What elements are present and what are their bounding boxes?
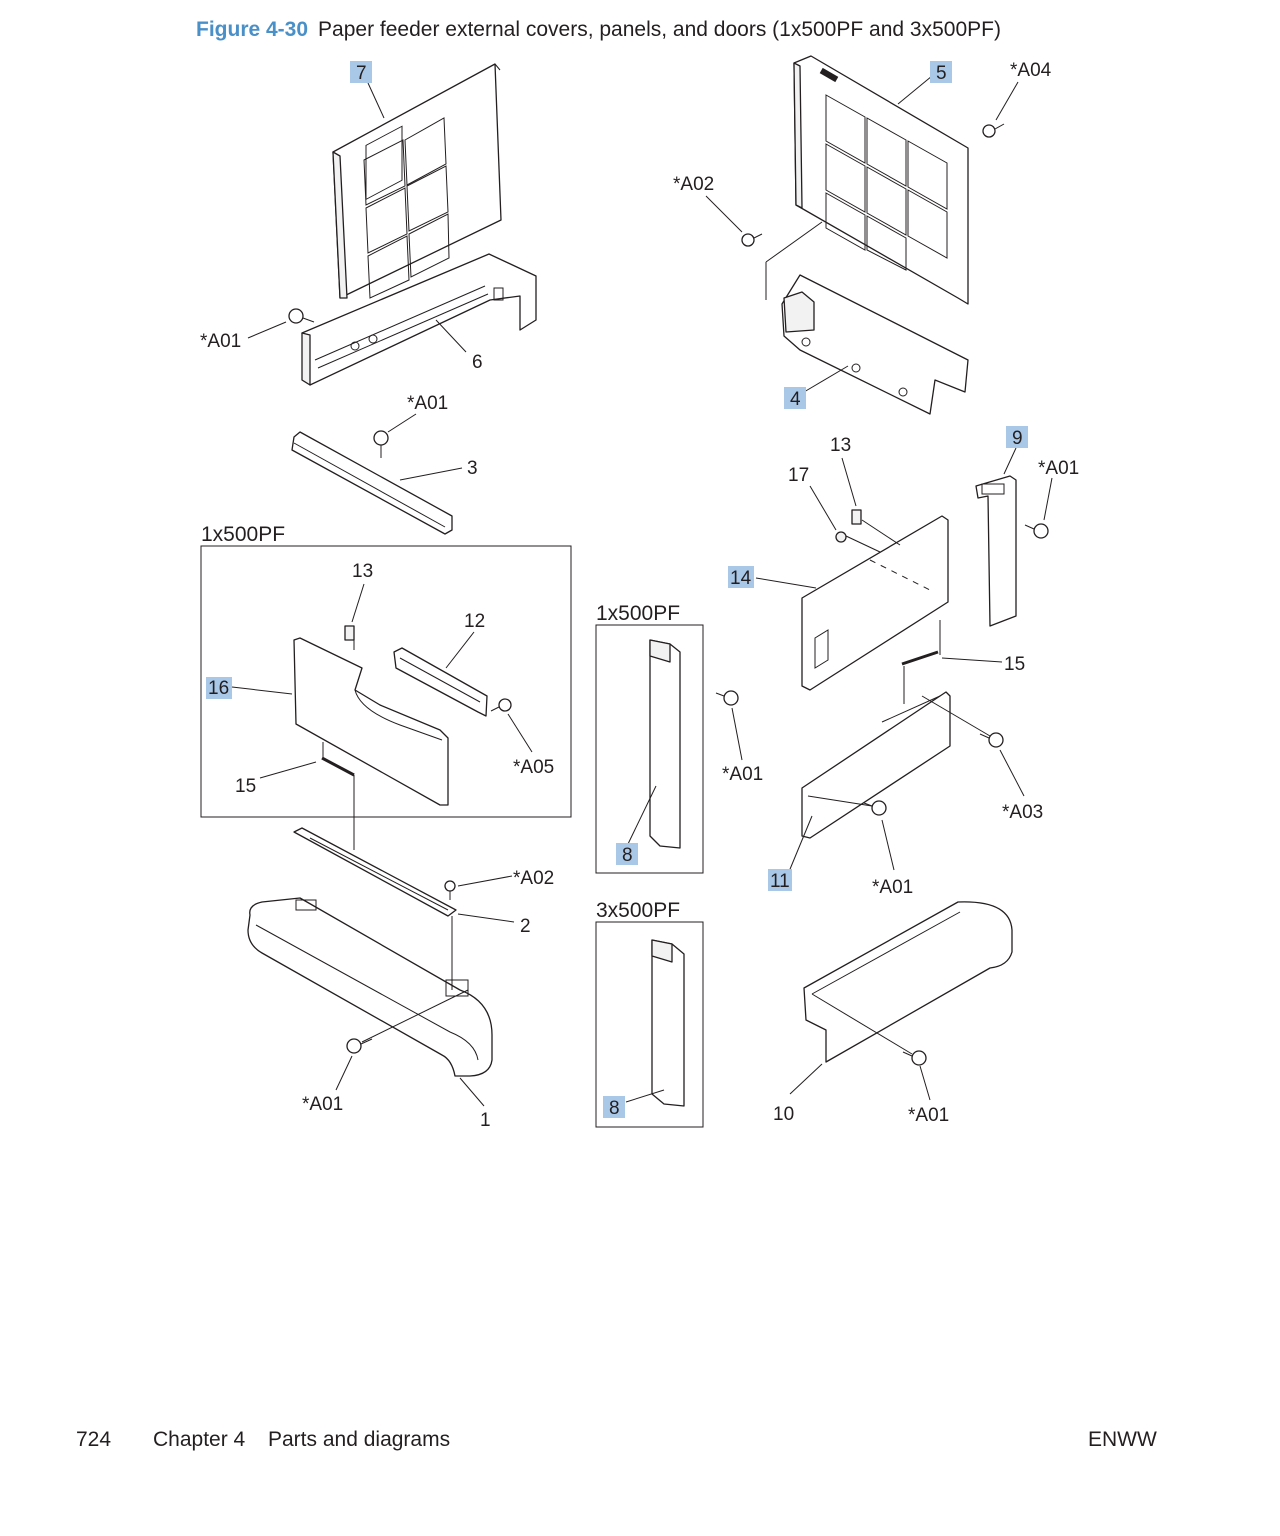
callout-4: 4 — [790, 389, 801, 410]
screw-a02-bottom — [444, 880, 456, 900]
callout-8-bottom: 8 — [609, 1098, 620, 1119]
callout-2: 2 — [520, 916, 531, 937]
callout-a01-mid: *A01 — [407, 393, 448, 414]
assembly-lines — [322, 221, 991, 1055]
callout-highlight-14 — [728, 566, 754, 588]
callout-a03: *A03 — [1002, 802, 1043, 823]
group-box-left-1x500pf — [200, 545, 572, 818]
callout-13-right: 13 — [830, 435, 851, 456]
callout-a04: *A04 — [1010, 60, 1052, 81]
callout-1: 1 — [480, 1110, 491, 1131]
screw-a03 — [979, 732, 1004, 748]
footer-chapter: Chapter 4 — [153, 1428, 246, 1451]
footer-edition: ENWW — [1088, 1428, 1157, 1451]
screw-a01-left — [288, 308, 315, 324]
part-4-rail-cover — [781, 274, 969, 415]
part-2-strip — [293, 827, 457, 917]
callout-6: 6 — [472, 352, 483, 373]
part-14-door — [801, 515, 949, 691]
callout-13-box: 13 — [352, 561, 373, 582]
callout-highlight-9 — [1006, 426, 1028, 448]
part-6-rail-cover — [301, 253, 537, 386]
part-13-latch-box — [344, 625, 355, 641]
group-box-mid-3x500pf — [595, 921, 704, 1128]
part-5-rear-panel — [793, 55, 969, 305]
callout-highlight-4 — [784, 387, 806, 409]
screw-a01-bottom-right — [902, 1050, 927, 1066]
group-label-mid-3x500pf: 3x500PF — [596, 899, 680, 922]
figure-title: Paper feeder external covers, panels, an… — [318, 18, 1001, 41]
screw-a04 — [982, 123, 1005, 138]
callout-a01-left: *A01 — [200, 331, 241, 352]
callout-17: 17 — [788, 465, 809, 486]
figure-caption: Figure 4-30 Paper feeder external covers,… — [196, 18, 1001, 42]
group-label-mid-1x500pf: 1x500PF — [596, 602, 680, 625]
callout-15-box: 15 — [235, 776, 256, 797]
exploded-parts-diagram: 1x500PF 1x500PF 3x500PF — [200, 55, 1079, 1131]
callout-14: 14 — [730, 568, 752, 589]
callout-3: 3 — [467, 458, 478, 479]
part-11-panel — [801, 691, 951, 839]
part-8-strip-3x500pf — [651, 939, 685, 1107]
callout-a02-top: *A02 — [673, 174, 714, 195]
callout-a01-bottom-left: *A01 — [302, 1094, 343, 1115]
screw-a02-top — [741, 233, 763, 247]
part-3-bar — [291, 431, 453, 535]
screw-a01-c11 — [863, 800, 887, 816]
callout-9: 9 — [1012, 428, 1023, 449]
callout-15-right: 15 — [1004, 654, 1025, 675]
part-13-latch-right — [851, 509, 862, 525]
leader-lines — [231, 75, 1053, 1107]
callout-highlight-7 — [350, 61, 372, 83]
part-16-door — [293, 637, 449, 806]
callout-a05: *A05 — [513, 757, 554, 778]
screw-a01-mid — [373, 430, 389, 458]
callout-highlight-11 — [768, 869, 792, 891]
part-17-spring — [835, 531, 847, 543]
callout-a01-bottom-right: *A01 — [908, 1105, 949, 1126]
group-label-left-1x500pf: 1x500PF — [201, 523, 285, 546]
callout-5: 5 — [936, 63, 947, 84]
part-7-rear-panel — [332, 63, 502, 299]
footer-page-number: 724 — [76, 1428, 112, 1451]
part-15-strip-box — [321, 756, 355, 777]
callout-highlight-8-top — [616, 843, 638, 865]
callout-highlight-8-bottom — [603, 1096, 625, 1118]
callout-a01-right9: *A01 — [1038, 458, 1079, 479]
callout-a02-bottom: *A02 — [513, 868, 554, 889]
callout-highlight-16 — [206, 677, 232, 699]
callout-8-top: 8 — [622, 845, 633, 866]
callout-highlight-5 — [930, 61, 952, 83]
callout-12: 12 — [464, 611, 485, 632]
part-9-side-strip — [975, 475, 1017, 627]
figure-label: Figure 4-30 — [196, 18, 309, 41]
callout-10: 10 — [773, 1104, 794, 1125]
callout-11: 11 — [770, 871, 790, 892]
part-12-insert — [393, 647, 488, 717]
callout-16: 16 — [208, 678, 229, 699]
part-10-base-cover — [803, 901, 1013, 1063]
group-box-mid-1x500pf — [595, 624, 704, 874]
part-1-base-cover — [247, 897, 493, 1077]
screw-a01-bottom-left — [346, 1038, 373, 1054]
screw-a05 — [490, 698, 512, 712]
callout-a01-c8: *A01 — [722, 764, 763, 785]
callout-a01-c11: *A01 — [872, 877, 913, 898]
screw-a01-right9 — [1024, 523, 1049, 539]
part-8-strip-1x500pf — [649, 639, 681, 849]
screw-a01-c8 — [715, 690, 739, 706]
footer-chapter-title: Parts and diagrams — [268, 1428, 451, 1451]
callout-7: 7 — [356, 63, 367, 84]
part-15-strip-right — [901, 650, 939, 666]
